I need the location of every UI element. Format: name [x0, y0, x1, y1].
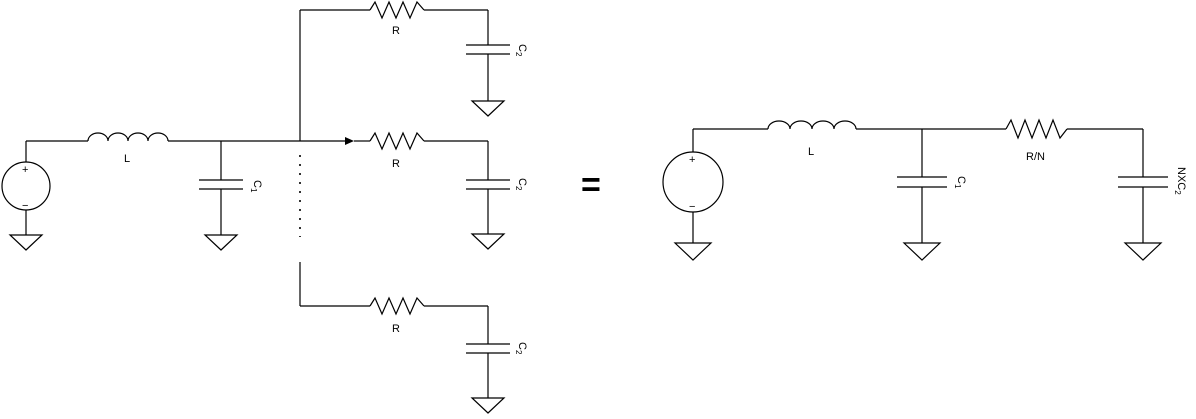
c2-label: C2 [514, 178, 528, 191]
inductor-label: L [124, 153, 130, 165]
c1-label: C1 [249, 180, 263, 193]
left-circuit: + − L C1 [1, 0, 528, 414]
resistor-label: R [392, 25, 400, 37]
ground-icon [673, 242, 713, 261]
capacitor-nxc2: NXC2 [1118, 129, 1187, 261]
resistor-label: R [392, 158, 400, 170]
right-circuit: + − L C1 R/N [662, 118, 1187, 261]
resistor-rn-label: R/N [1026, 151, 1045, 163]
ground-icon [470, 397, 506, 414]
inductor-label: L [808, 146, 814, 158]
c1-label: C1 [953, 176, 967, 189]
capacitor-c1-left: C1 [199, 141, 263, 251]
c2-label: C2 [514, 342, 528, 355]
voltage-source-left: + − [1, 141, 51, 251]
inductor-right: L [767, 120, 857, 158]
minus-sign: − [689, 201, 695, 213]
ground-icon [470, 233, 506, 250]
branch-bottom: R C2 [369, 296, 528, 414]
nxc2-label: NXC2 [1173, 167, 1187, 195]
ground-icon [902, 242, 942, 261]
equals-sign: = [581, 166, 601, 204]
c2-label: C2 [514, 44, 528, 57]
branch-middle: R C2 [369, 131, 528, 250]
capacitor-c1-right: C1 [897, 129, 967, 261]
resistor-rn: R/N [1005, 118, 1143, 163]
resistor-label: R [392, 323, 400, 335]
inductor-left: L [87, 132, 169, 165]
ground-icon [8, 234, 44, 251]
plus-sign: + [22, 164, 28, 176]
ground-icon [470, 100, 506, 117]
ground-icon [203, 234, 239, 251]
arrow-icon [345, 137, 354, 145]
branch-top: R C2 [369, 0, 528, 117]
minus-sign: − [22, 200, 28, 212]
plus-sign: + [689, 154, 695, 166]
ground-icon [1123, 242, 1163, 261]
voltage-source-right: + − [662, 129, 724, 261]
